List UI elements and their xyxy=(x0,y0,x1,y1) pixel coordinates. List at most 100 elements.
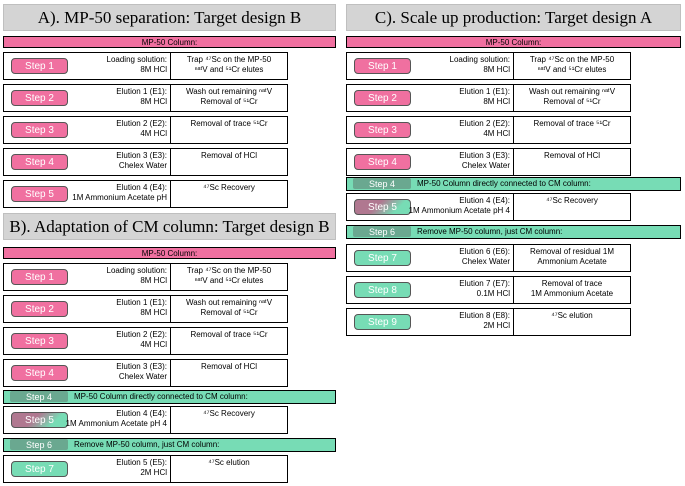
panel-a-title: A). MP-50 separation: Target design B xyxy=(3,4,336,31)
condition-line: Elution 3 (E3): xyxy=(116,362,167,371)
condition-line: Elution 7 (E7): xyxy=(459,279,510,288)
description-line: ⁿᵃᵗV and ⁵¹Cr elutes xyxy=(194,276,264,285)
step-pill: Step 3 xyxy=(11,333,68,349)
step-pill: Step 2 xyxy=(11,90,68,106)
step-description: Removal of HCl xyxy=(170,148,288,176)
step-pill: Step 2 xyxy=(11,301,68,317)
condition-line: Elution 3 (E3): xyxy=(459,151,510,160)
step-conditions: Elution 2 (E2):4M HCl xyxy=(116,330,167,350)
condition-line: 4M HCl xyxy=(140,340,167,349)
step-description: ⁴⁷Sc Recovery xyxy=(170,180,288,208)
description-line: ⁴⁷Sc elution xyxy=(208,458,250,467)
step-description: ⁴⁷Sc Recovery xyxy=(513,193,631,221)
condition-line: Elution 2 (E2): xyxy=(116,119,167,128)
panel-c-column-label: MP-50 Column: xyxy=(346,36,681,48)
step-description: Removal of trace ⁵¹Cr xyxy=(170,116,288,144)
bar-step-pill: Step 4 xyxy=(10,391,68,402)
step-conditions: Elution 2 (E2):4M HCl xyxy=(116,119,167,139)
step-pill: Step 4 xyxy=(11,365,68,381)
description-line: ⁴⁷Sc Recovery xyxy=(546,196,598,205)
step-conditions: Elution 5 (E5):2M HCl xyxy=(116,458,167,478)
step-conditions: Elution 3 (E3):Chelex Water xyxy=(116,362,167,382)
description-line: ⁴⁷Sc Recovery xyxy=(203,409,255,418)
step-conditions: Elution 1 (E1):8M HCl xyxy=(116,87,167,107)
panel-b-title: B). Adaptation of CM column: Target desi… xyxy=(3,213,336,240)
condition-line: 2M HCl xyxy=(483,321,510,330)
condition-line: Elution 4 (E4): xyxy=(116,183,167,192)
description-line: Trap ⁴⁷Sc on the MP-50 xyxy=(186,55,272,64)
step-pill: Step 9 xyxy=(354,314,411,330)
step-row: Step 5 Elution 4 (E4):1M Ammonium Acetate… xyxy=(3,406,288,434)
bar-step-pill: Step 4 xyxy=(353,178,411,189)
step-pill: Step 1 xyxy=(11,58,68,74)
step-pill: Step 4 xyxy=(354,154,411,170)
step-description: Removal of trace ⁵¹Cr xyxy=(513,116,631,144)
step-box: Step 3 Elution 2 (E2):4M HCl xyxy=(3,116,172,144)
condition-line: 1M Ammonium Acetate pH 4 xyxy=(65,419,167,428)
step-pill: Step 3 xyxy=(11,122,68,138)
condition-line: Elution 2 (E2): xyxy=(116,330,167,339)
description-line: Removal of trace ⁵¹Cr xyxy=(190,119,268,128)
step-row: Step 7 Elution 5 (E5):2M HCl ⁴⁷Sc elution xyxy=(3,455,288,483)
description-line: Wash out remaining ⁿᵃᵗV xyxy=(528,87,616,96)
step-pill: Step 5 xyxy=(11,186,68,202)
step-conditions: Loading solution:8M HCl xyxy=(450,55,511,75)
step-conditions: Elution 7 (E7):0.1M HCl xyxy=(459,279,510,299)
condition-line: 2M HCl xyxy=(140,468,167,477)
description-line: ⁿᵃᵗV and ⁵¹Cr elutes xyxy=(194,65,264,74)
step-description: Removal of HCl xyxy=(513,148,631,176)
description-line: ⁴⁷Sc Recovery xyxy=(203,183,255,192)
step-conditions: Elution 2 (E2):4M HCl xyxy=(459,119,510,139)
description-line: Removal of ⁵¹Cr xyxy=(200,97,258,106)
step-pill: Step 7 xyxy=(11,461,68,477)
bar-step-pill: Step 6 xyxy=(10,439,68,450)
condition-line: Elution 1 (E1): xyxy=(116,87,167,96)
step-conditions: Elution 3 (E3):Chelex Water xyxy=(116,151,167,171)
description-line: Removal of HCl xyxy=(200,362,257,371)
condition-line: Elution 3 (E3): xyxy=(116,151,167,160)
step-pill: Step 5 xyxy=(11,412,68,428)
condition-line: 8M HCl xyxy=(140,308,167,317)
description-line: Removal of ⁵¹Cr xyxy=(543,97,601,106)
description-line: Trap ⁴⁷Sc on the MP-50 xyxy=(186,266,272,275)
step-conditions: Elution 8 (E8):2M HCl xyxy=(459,311,510,331)
condition-line: Elution 4 (E4): xyxy=(116,409,167,418)
condition-line: 0.1M HCl xyxy=(476,289,510,298)
step-conditions: Elution 4 (E4):1M Ammonium Acetate pH 4 xyxy=(409,196,510,216)
step-pill: Step 1 xyxy=(354,58,411,74)
condition-line: Elution 4 (E4): xyxy=(459,196,510,205)
step-pill: Step 5 xyxy=(354,199,411,215)
description-line: 1M Ammonium Acetate xyxy=(530,289,614,298)
step-pill: Step 2 xyxy=(354,90,411,106)
step-box: Step 5 Elution 4 (E4):1M Ammonium Acetate… xyxy=(3,406,172,434)
description-line: Removal of HCl xyxy=(200,151,257,160)
bar-text: Remove MP-50 column, just CM column: xyxy=(417,227,563,236)
bar-text: Remove MP-50 column, just CM column: xyxy=(74,440,220,449)
condition-line: Loading solution: xyxy=(449,55,511,64)
step-conditions: Elution 4 (E4):1M Ammonium Acetate pH xyxy=(72,183,167,203)
description-line: Removal of trace xyxy=(541,279,603,288)
condition-line: Elution 8 (E8): xyxy=(459,311,510,320)
